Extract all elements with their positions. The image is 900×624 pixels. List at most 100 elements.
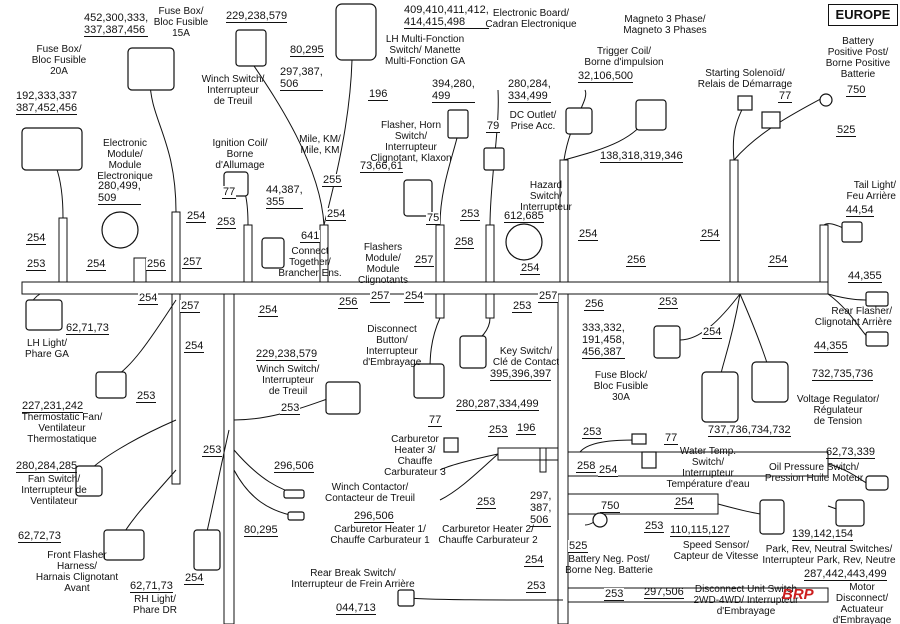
label-trigger-coil: Trigger Coil/ Borne d'impulsion bbox=[584, 46, 664, 68]
part-number-138: 138,318,319,346 bbox=[600, 150, 683, 163]
wire-525-bottom: 525 bbox=[568, 540, 589, 553]
wire-255: 255 bbox=[322, 174, 343, 187]
label-carburetor-heater-2: Carburetor Heater 2/ Chauffe Carburateur… bbox=[438, 524, 538, 546]
harness-trunk bbox=[21, 159, 829, 624]
part-number-229-top: 229,238,579 bbox=[226, 10, 288, 23]
fuse-block-30a bbox=[653, 325, 681, 359]
part-number-139: 139,142,154 bbox=[792, 528, 854, 541]
thermostatic-fan bbox=[95, 371, 127, 399]
label-battery-positive: Battery Positive Post/ Borne Positive Ba… bbox=[825, 36, 891, 80]
label-rh-light: RH Light/ Phare DR bbox=[133, 594, 177, 616]
wire-253-9: 253 bbox=[488, 424, 509, 437]
wire-253-2: 253 bbox=[216, 216, 237, 229]
wire-77-carb: 77 bbox=[428, 414, 443, 427]
wire-253-1: 253 bbox=[26, 258, 47, 271]
wire-254-12: 254 bbox=[258, 304, 279, 317]
label-winch-switch-top: Winch Switch/ Interrupteur de Treuil bbox=[201, 74, 265, 107]
label-mile-km: Mile, KM/ Mile, KM bbox=[299, 134, 341, 156]
connect-together-plug bbox=[261, 237, 285, 269]
wire-256-2: 256 bbox=[338, 296, 359, 309]
wire-254-2: 254 bbox=[86, 258, 107, 271]
carburetor-heater-3 bbox=[443, 437, 459, 453]
label-key-switch: Key Switch/ Clé de Contact bbox=[492, 346, 560, 368]
rh-light bbox=[193, 529, 221, 571]
starting-solenoid bbox=[737, 95, 753, 111]
part-number-44-355-b: 44,355 bbox=[814, 340, 848, 353]
label-starting-solenoid: Starting Solenoïd/ Relais de Démarrage bbox=[697, 68, 793, 90]
part-number-80-mid: 80,295 bbox=[244, 524, 278, 537]
part-number-192: 192,333,337 387,452,456 bbox=[16, 90, 78, 115]
wire-77-solenoid: 77 bbox=[778, 90, 793, 103]
part-number-73: 73,66,61 bbox=[360, 160, 403, 173]
label-motor-disconnect: Motor Disconnect/ Actuateur d'Embrayage bbox=[832, 582, 892, 624]
part-number-280-fan: 280,284,285 bbox=[16, 460, 78, 473]
label-dc-outlet: DC Outlet/ Prise Acc. bbox=[509, 110, 557, 132]
wire-257-5: 257 bbox=[180, 300, 201, 313]
region-badge: EUROPE bbox=[828, 4, 898, 26]
flasher-horn-switch bbox=[447, 109, 469, 139]
label-voltage-regulator: Voltage Regulator/ Régulateur de Tension bbox=[796, 394, 880, 427]
voltage-regulator-a bbox=[701, 371, 739, 423]
wire-253-13: 253 bbox=[526, 580, 547, 593]
trigger-coil bbox=[565, 107, 593, 135]
part-number-44-355-a: 44,355 bbox=[848, 270, 882, 283]
part-number-62-lh: 62,71,73 bbox=[66, 322, 109, 335]
part-number-62-oil: 62,73,339 bbox=[826, 446, 875, 459]
label-disconnect-button: Disconnect Button/ Interrupteur d'Embray… bbox=[362, 324, 422, 368]
winch-switch-connector-mid bbox=[325, 381, 361, 415]
part-number-612: 612,685 bbox=[504, 210, 544, 223]
wire-253-6: 253 bbox=[658, 296, 679, 309]
fuse-box-15a bbox=[127, 47, 175, 91]
label-lh-multi-function-switch: LH Multi-Fonction Switch/ Manette Multi-… bbox=[384, 34, 466, 67]
label-flasher-horn-switch: Flasher, Horn Switch/ Interrupteur Clign… bbox=[370, 120, 452, 164]
wire-77-water: 77 bbox=[664, 432, 679, 445]
part-number-297-bottom: 297,506 bbox=[644, 586, 684, 599]
part-number-280-module: 280,499, 509 bbox=[98, 180, 141, 205]
label-fuse-block-30a: Fuse Block/ Bloc Fusible 30A bbox=[593, 370, 649, 403]
wire-253-4: 253 bbox=[512, 300, 533, 313]
wire-196-mid: 196 bbox=[516, 422, 537, 435]
wire-254-1: 254 bbox=[26, 232, 47, 245]
part-number-227: 227,231,242 bbox=[22, 400, 84, 413]
wire-253-3: 253 bbox=[460, 208, 481, 221]
wire-77-ignition: 77 bbox=[222, 186, 237, 199]
wire-254-16: 254 bbox=[674, 496, 695, 509]
wire-254-6: 254 bbox=[404, 290, 425, 303]
wire-253-12: 253 bbox=[644, 520, 665, 533]
label-rear-brake-switch: Rear Break Switch/ Interrupteur de Frein… bbox=[291, 568, 415, 590]
wire-79: 79 bbox=[486, 120, 501, 133]
wire-254-7: 254 bbox=[578, 228, 599, 241]
label-water-temp-switch: Water Temp. Switch/ Interrupteur Tempéra… bbox=[666, 446, 750, 490]
starting-solenoid-2 bbox=[761, 111, 781, 129]
battery-negative-ring bbox=[592, 512, 608, 528]
park-rev-neutral-switch bbox=[835, 499, 865, 527]
wire-254-11: 254 bbox=[702, 326, 723, 339]
part-number-737: 737,736,734,732 bbox=[708, 424, 791, 437]
key-switch bbox=[459, 335, 487, 369]
part-number-280-disconnect: 280,287,334,499 bbox=[456, 398, 539, 411]
label-thermostatic-fan: Thermostatic Fan/ Ventilateur Thermostat… bbox=[21, 412, 103, 445]
label-carburetor-heater-1: Carburetor Heater 1/ Chauffe Carburateur… bbox=[330, 524, 430, 546]
label-carburetor-heater-3: Carburetor Heater 3/ Chauffe Carburateur… bbox=[384, 434, 446, 478]
label-rear-flasher: Rear Flasher/ Clignotant Arrière bbox=[814, 306, 892, 328]
part-number-395: 395,396,397 bbox=[490, 368, 552, 381]
wire-253-14: 253 bbox=[604, 588, 625, 601]
label-fuse-box-15a: Fuse Box/ Bloc Fusible 15A bbox=[153, 6, 209, 39]
part-number-297-top: 297,387, 506 bbox=[280, 66, 323, 91]
part-number-333: 333,332, 191,458, 456,387 bbox=[582, 322, 625, 359]
winch-contactor-terminal-b bbox=[287, 511, 305, 521]
front-flasher-harness bbox=[103, 529, 145, 561]
label-magneto: Magneto 3 Phase/ Magneto 3 Phases bbox=[623, 14, 707, 36]
wire-253-11: 253 bbox=[582, 426, 603, 439]
part-number-44-387: 44,387, 355 bbox=[266, 184, 303, 209]
wire-254-4: 254 bbox=[326, 208, 347, 221]
label-electronic-module: Electronic Module/ Module Electronique bbox=[97, 138, 153, 182]
label-oil-pressure-switch: Oil Pressure Switch/ Pression Huile Mote… bbox=[764, 462, 864, 484]
wire-641: 641 bbox=[300, 230, 321, 243]
dc-outlet bbox=[483, 147, 505, 171]
winch-contactor-terminal-a bbox=[283, 489, 305, 499]
part-number-280-top: 280,284, 334,499 bbox=[508, 78, 551, 103]
connector-shapes bbox=[21, 3, 889, 607]
wire-257-1: 257 bbox=[182, 256, 203, 269]
label-park-rev-neutral: Park, Rev, Neutral Switches/ Interrupteu… bbox=[762, 544, 896, 566]
